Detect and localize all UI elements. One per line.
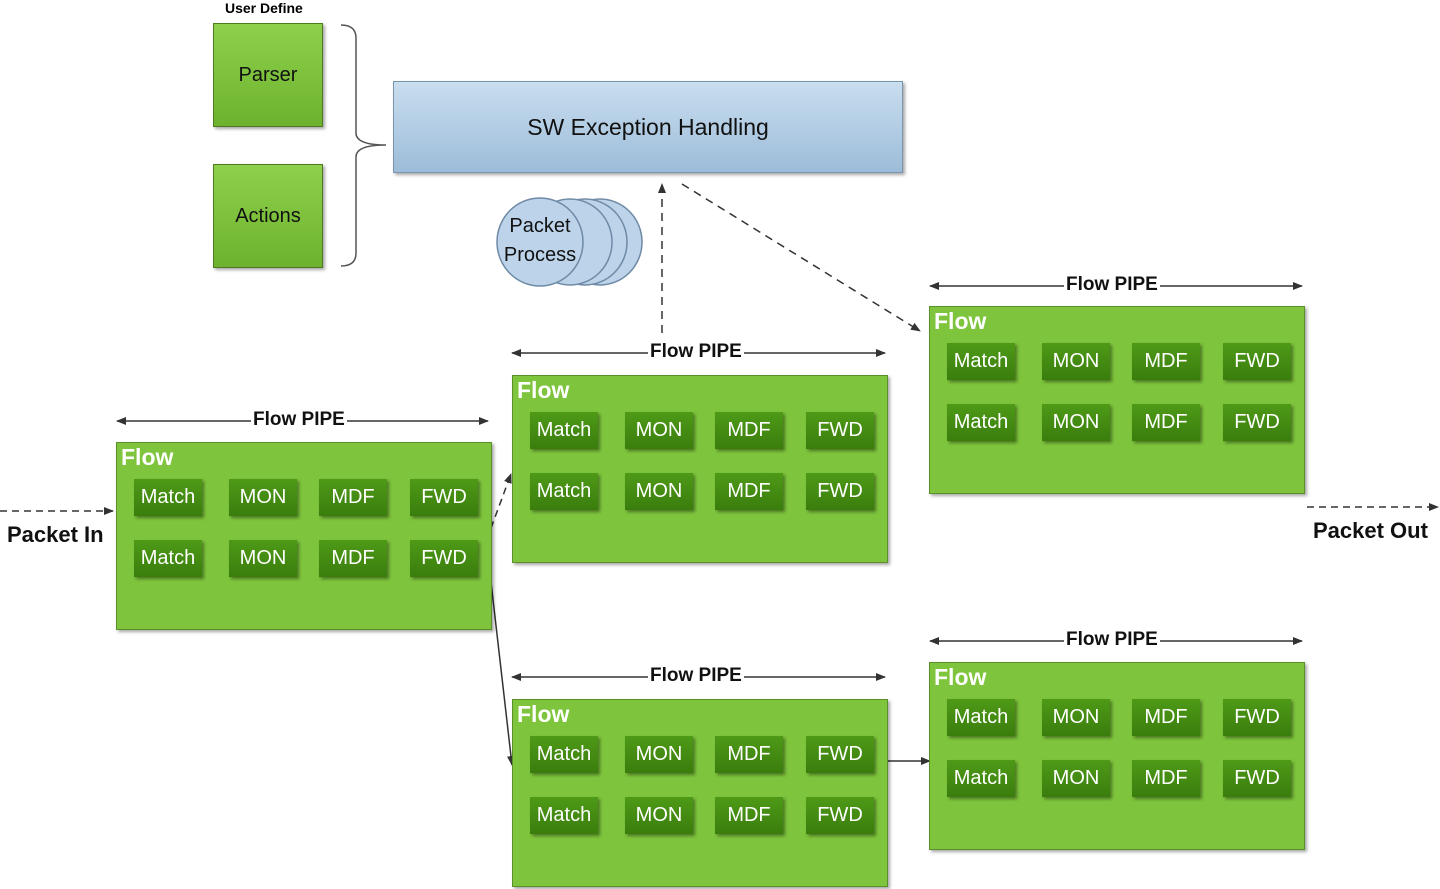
packet-process-line-1: Packet <box>509 215 571 237</box>
mon-stage-cell[interactable]: MON <box>1042 404 1110 441</box>
packet-process-label: Packet Process <box>498 212 582 270</box>
match-stage-cell[interactable]: Match <box>134 479 202 516</box>
flow-pipe-label-1: Flow PIPE <box>251 409 347 431</box>
mdf-stage-cell[interactable]: MDF <box>1132 343 1200 380</box>
mdf-stage-cell[interactable]: MDF <box>319 540 387 577</box>
sw-exception-handling-box[interactable]: SW Exception Handling <box>393 81 903 173</box>
flow-pipe-label-4: Flow PIPE <box>648 665 744 687</box>
match-stage-cell[interactable]: Match <box>530 797 598 834</box>
mon-stage-cell[interactable]: MON <box>229 479 297 516</box>
packet-out-label: Packet Out <box>1313 518 1428 543</box>
flow-title: Flow <box>934 664 987 690</box>
match-stage-cell[interactable]: Match <box>530 412 598 449</box>
match-stage-cell[interactable]: Match <box>530 736 598 773</box>
mdf-stage-cell[interactable]: MDF <box>1132 760 1200 797</box>
flow-pipe-label-5: Flow PIPE <box>1064 629 1160 651</box>
mdf-stage-cell[interactable]: MDF <box>319 479 387 516</box>
mon-stage-cell[interactable]: MON <box>625 797 693 834</box>
exception-down-arrow <box>681 183 921 332</box>
mdf-stage-cell[interactable]: MDF <box>715 797 783 834</box>
user-define-brace <box>340 24 387 267</box>
parser-box[interactable]: Parser <box>213 23 323 127</box>
mdf-stage-cell[interactable]: MDF <box>715 736 783 773</box>
packet-in-label: Packet In <box>7 522 104 547</box>
flow-pipe-label-2: Flow PIPE <box>648 341 744 363</box>
match-stage-cell[interactable]: Match <box>947 404 1015 441</box>
fwd-stage-cell[interactable]: FWD <box>806 412 874 449</box>
mon-stage-cell[interactable]: MON <box>625 473 693 510</box>
match-stage-cell[interactable]: Match <box>134 540 202 577</box>
fwd-stage-cell[interactable]: FWD <box>806 736 874 773</box>
mdf-stage-cell[interactable]: MDF <box>715 412 783 449</box>
fwd-stage-cell[interactable]: FWD <box>1223 404 1291 441</box>
fwd-stage-cell[interactable]: FWD <box>806 797 874 834</box>
fwd-stage-cell[interactable]: FWD <box>1223 343 1291 380</box>
flow-title: Flow <box>517 701 570 727</box>
packet-process-line-2: Process <box>503 244 577 266</box>
fwd-stage-cell[interactable]: FWD <box>1223 699 1291 736</box>
fwd-stage-cell[interactable]: FWD <box>410 479 478 516</box>
mon-stage-cell[interactable]: MON <box>1042 343 1110 380</box>
fwd-stage-cell[interactable]: FWD <box>1223 760 1291 797</box>
match-stage-cell[interactable]: Match <box>947 343 1015 380</box>
packet-process-icon <box>496 197 643 287</box>
mdf-stage-cell[interactable]: MDF <box>715 473 783 510</box>
mon-stage-cell[interactable]: MON <box>1042 760 1110 797</box>
flow-title: Flow <box>517 377 570 403</box>
connector-pipe1-pipe4 <box>490 581 515 766</box>
flow-title: Flow <box>121 444 174 470</box>
fwd-stage-cell[interactable]: FWD <box>410 540 478 577</box>
mon-stage-cell[interactable]: MON <box>625 412 693 449</box>
flow-pipe-label-3: Flow PIPE <box>1064 274 1160 296</box>
match-stage-cell[interactable]: Match <box>947 699 1015 736</box>
user-define-title: User Define <box>225 0 303 16</box>
match-stage-cell[interactable]: Match <box>530 473 598 510</box>
fwd-stage-cell[interactable]: FWD <box>806 473 874 510</box>
flow-title: Flow <box>934 308 987 334</box>
mon-stage-cell[interactable]: MON <box>1042 699 1110 736</box>
match-stage-cell[interactable]: Match <box>947 760 1015 797</box>
mon-stage-cell[interactable]: MON <box>625 736 693 773</box>
mdf-stage-cell[interactable]: MDF <box>1132 699 1200 736</box>
actions-box[interactable]: Actions <box>213 164 323 268</box>
connector-pipe1-pipe2 <box>490 473 512 529</box>
mon-stage-cell[interactable]: MON <box>229 540 297 577</box>
mdf-stage-cell[interactable]: MDF <box>1132 404 1200 441</box>
